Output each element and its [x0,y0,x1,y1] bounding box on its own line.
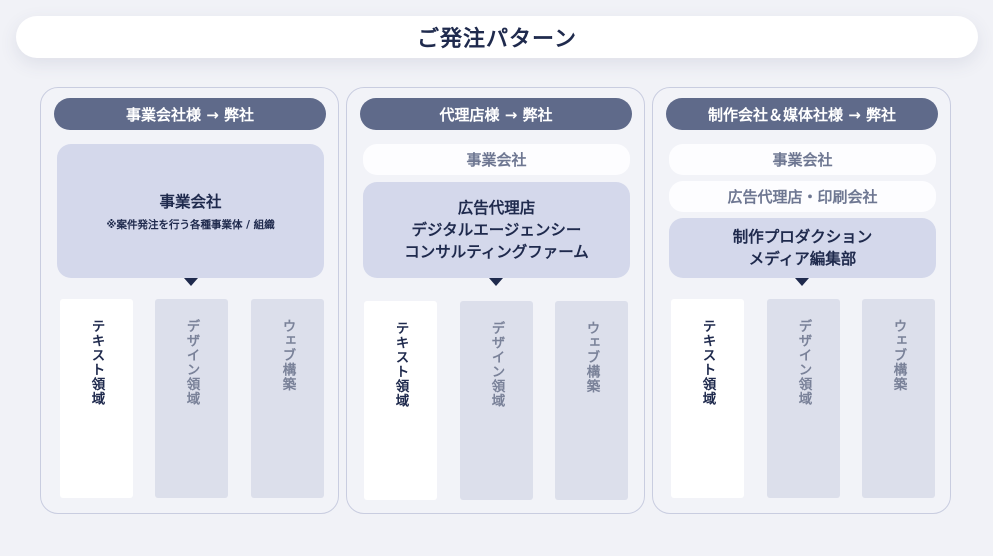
main-line: 事業会社 [159,192,222,211]
column-text: テキスト領域 [671,299,744,498]
column-label: ウェブ構築 [279,319,296,392]
main-line: 広告代理店 [457,199,536,217]
down-pointer-icon [184,278,198,286]
column-label: ウェブ構築 [890,319,907,392]
panel-production: 制作会社＆媒体社様 → 弊社 事業会社 広告代理店・印刷会社 制作プロダクション… [652,87,951,514]
client-main-box: 制作プロダクション メディア編集部 [669,218,936,278]
down-pointer-icon [795,278,809,286]
column-label: デザイン領域 [488,321,505,408]
down-pointer-icon [489,278,503,286]
main-note: ※案件発注を行う各種事業体 / 組織 [106,218,275,231]
panel-header: 代理店様 → 弊社 [360,98,632,130]
column-text: テキスト領域 [364,301,437,500]
column-text: テキスト領域 [60,299,133,498]
column-web: ウェブ構築 [251,299,324,498]
main-line: 制作プロダクション [732,228,873,246]
column-design: デザイン領域 [155,299,228,498]
client-box-business: 事業会社 [669,144,936,175]
column-design: デザイン領域 [767,299,840,498]
panel-agency: 代理店様 → 弊社 事業会社 広告代理店 デジタルエージェンシー コンサルティン… [346,87,645,514]
client-box-agency: 広告代理店・印刷会社 [669,181,936,212]
main-line: デジタルエージェンシー [411,221,582,239]
main-line: コンサルティングファーム [404,243,589,261]
column-label: テキスト領域 [88,319,105,406]
column-label: デザイン領域 [183,319,200,406]
client-box-business: 事業会社 [363,144,630,175]
column-label: ウェブ構築 [583,321,600,394]
column-label: デザイン領域 [795,319,812,406]
client-main-box: 事業会社 ※案件発注を行う各種事業体 / 組織 [57,144,324,278]
column-design: デザイン領域 [460,301,533,500]
main-line: メディア編集部 [748,250,857,268]
page-title: ご発注パターン [16,16,978,58]
column-label: テキスト領域 [392,321,409,408]
panel-header: 制作会社＆媒体社様 → 弊社 [666,98,938,130]
column-web: ウェブ構築 [555,301,628,500]
panel-direct-client: 事業会社様 → 弊社 事業会社 ※案件発注を行う各種事業体 / 組織 テキスト領… [40,87,339,514]
column-web: ウェブ構築 [862,299,935,498]
column-label: テキスト領域 [699,319,716,406]
client-main-box: 広告代理店 デジタルエージェンシー コンサルティングファーム [363,182,630,278]
panel-header: 事業会社様 → 弊社 [54,98,326,130]
